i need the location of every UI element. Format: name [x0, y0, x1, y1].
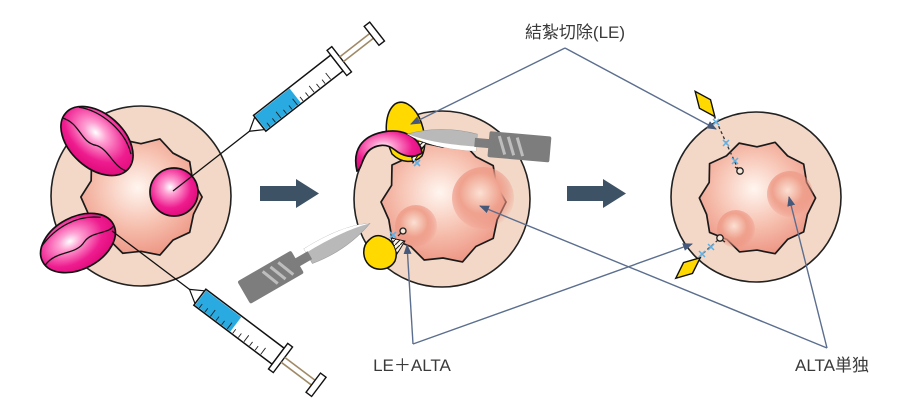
hemorrhoid-prolapsed-bottom [39, 212, 117, 274]
hemorrhoid-internal [149, 167, 199, 217]
hemorrhoid-prolapsed-top [60, 105, 134, 177]
step-arrow-icon [260, 179, 319, 208]
connector-line [564, 47, 717, 130]
callout-lines [403, 47, 828, 349]
surgical-knot-icon [397, 227, 407, 237]
alta-treated-bump [395, 205, 437, 247]
stitch-mark [413, 159, 421, 167]
connector-line [403, 244, 414, 345]
stitch-mark [389, 231, 397, 239]
suture-tie-icon [694, 90, 716, 118]
stage-before-treatment [39, 18, 388, 400]
alta-treated-bump [452, 167, 514, 229]
cut-pedicle-hatch [390, 237, 406, 256]
excised-hemorrhoid-flap [354, 130, 423, 173]
connector-line [787, 196, 828, 349]
surgical-knot-icon [716, 234, 726, 243]
connector-line [479, 205, 828, 349]
step-arrow-icon [567, 179, 626, 208]
label-ligation-excision: 結紮切除(LE) [525, 23, 625, 42]
connector-line [410, 47, 566, 125]
suture-tie-icon [674, 256, 702, 280]
surgical-knot-icon [734, 166, 744, 175]
connector-line [412, 243, 693, 345]
label-le-plus-alta: LE＋ALTA [373, 356, 451, 375]
stage-le-alta-procedure [235, 101, 553, 306]
scalpel-icon [235, 207, 377, 306]
label-alta-only: ALTA単独 [795, 356, 869, 375]
alta-treated-bump [767, 171, 813, 217]
stage-after-treatment [670, 90, 842, 283]
alta-treated-bump [717, 210, 755, 248]
stitch-mark [698, 243, 715, 258]
